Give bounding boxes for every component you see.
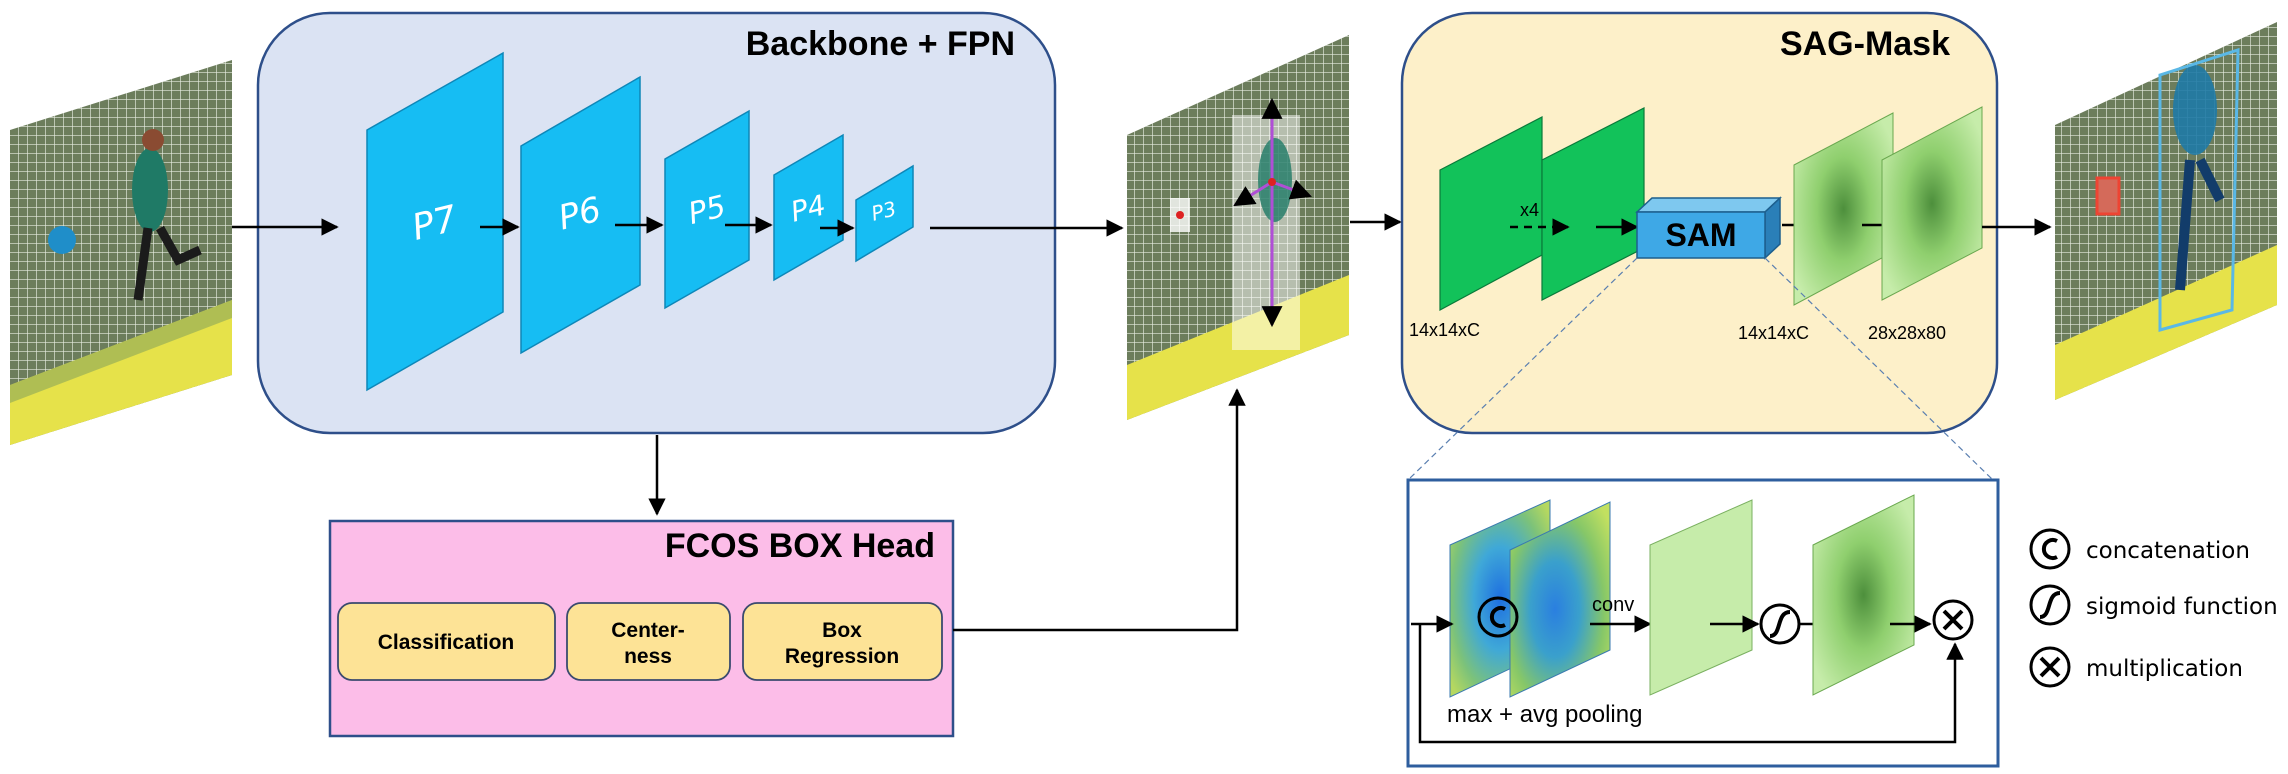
fpn-level-p4: P4 bbox=[773, 133, 844, 282]
centerness-branch: Center- ness bbox=[566, 602, 731, 681]
classification-branch: Classification bbox=[337, 602, 556, 681]
backbone-title: Backbone + FPN bbox=[746, 25, 1015, 63]
detection-image bbox=[1127, 35, 1349, 420]
svg-text:P4: P4 bbox=[787, 188, 829, 228]
svg-text:SAM: SAM bbox=[1665, 217, 1736, 253]
fpn-level-p6: P6 bbox=[520, 75, 641, 355]
conv-output-map bbox=[1649, 499, 1753, 696]
fpn-level-p3: P3 bbox=[855, 164, 914, 263]
centerness-crosshair bbox=[1233, 97, 1312, 328]
backbone-fpn-panel: Backbone + FPN P7 P6 P5 P4 P3 bbox=[256, 11, 1057, 435]
svg-text:Regression: Regression bbox=[785, 645, 899, 668]
svg-text:concatenation: concatenation bbox=[2086, 538, 2250, 564]
fpn-level-p7: P7 bbox=[366, 51, 504, 392]
svg-text:Center-: Center- bbox=[611, 619, 685, 642]
fcos-head-title: FCOS BOX Head bbox=[665, 527, 935, 565]
sam-detail-panel: conv max + avg pooling bbox=[1406, 478, 2000, 768]
mask-output bbox=[1881, 106, 1983, 301]
sag-mask-title: SAG-Mask bbox=[1780, 25, 1950, 63]
legend-sigmoid: sigmoid function bbox=[2029, 584, 2278, 626]
svg-text:sigmoid function: sigmoid function bbox=[2086, 594, 2278, 620]
box-regression-branch: Box Regression bbox=[742, 602, 943, 681]
svg-text:P5: P5 bbox=[685, 189, 730, 232]
legend: concatenation sigmoid function multiplic… bbox=[2029, 528, 2278, 688]
skip-connection bbox=[1411, 615, 1964, 744]
sigmoid-icon bbox=[1759, 603, 1801, 645]
dim-sam-output: 14x14xC bbox=[1738, 323, 1809, 343]
sam-block: SAM bbox=[1635, 196, 1782, 260]
legend-concat: concatenation bbox=[2029, 528, 2250, 570]
dim-input: 14x14xC bbox=[1409, 320, 1480, 340]
fcos-box-head: FCOS BOX Head Classification Center- nes… bbox=[328, 519, 955, 738]
pooled-map-2 bbox=[1509, 501, 1611, 698]
sag-mask-panel: SAG-Mask x4 SAM 14x14xC 14x14xC 28x28x80 bbox=[1400, 11, 1999, 435]
zoom-guides bbox=[1407, 257, 1994, 481]
concat-icon bbox=[1477, 596, 1519, 638]
svg-text:Box: Box bbox=[822, 619, 862, 642]
fpn-level-p5: P5 bbox=[664, 109, 750, 310]
svg-text:P3: P3 bbox=[869, 196, 899, 225]
repeat-label: x4 bbox=[1520, 200, 1539, 220]
svg-text:P6: P6 bbox=[554, 190, 605, 239]
multiply-icon bbox=[1932, 599, 1974, 641]
attention-weights-map bbox=[1812, 494, 1915, 696]
svg-text:multiplication: multiplication bbox=[2086, 656, 2243, 682]
pooling-label: max + avg pooling bbox=[1447, 701, 1642, 728]
svg-text:Classification: Classification bbox=[378, 631, 515, 654]
output-image bbox=[2055, 22, 2277, 400]
dim-mask-output: 28x28x80 bbox=[1868, 323, 1946, 343]
fpn-arrows bbox=[480, 216, 855, 237]
main-flow-arrows bbox=[232, 213, 2052, 632]
conv-label: conv bbox=[1592, 594, 1634, 616]
input-image bbox=[10, 60, 232, 445]
legend-multiply: multiplication bbox=[2029, 646, 2243, 688]
svg-text:ness: ness bbox=[624, 645, 672, 668]
